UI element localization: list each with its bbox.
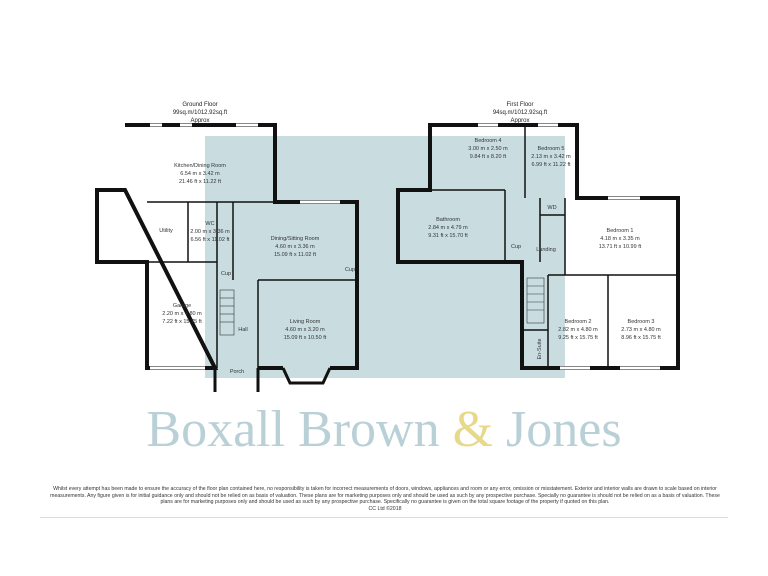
watermark-line1: Boxall Brown: [146, 401, 440, 458]
room-landing: Landing: [536, 247, 556, 253]
stairs: [219, 277, 545, 336]
ground-floor-title: Ground Floor: [182, 102, 218, 108]
room-cup-ground: Cup: [220, 271, 232, 277]
ground-floor-area: 99sq.m/1012.92sq.ft: [172, 110, 228, 116]
room-wd: WD: [547, 205, 557, 211]
watermark-ampersand: &: [452, 401, 494, 458]
ground-floor-heading: Ground Floor 99sq.m/1012.92sq.ft Approx: [173, 101, 227, 125]
disclaimer-text: Whilst every attempt has been made to en…: [50, 486, 720, 506]
room-ensuite: En-Suite: [537, 338, 543, 360]
windows: [150, 123, 660, 370]
footer-divider: [40, 517, 728, 518]
room-cup-dining: Cup: [344, 267, 356, 273]
first-floor-title: First Floor: [506, 102, 534, 108]
room-porch: Porch: [229, 369, 245, 375]
first-floor-area: 94sq.m/1012.92sq.ft: [492, 110, 548, 116]
watermark: Boxall Brown & Jones: [146, 402, 621, 458]
first-floor-heading: First Floor 94sq.m/1012.92sq.ft Approx: [493, 101, 547, 125]
room-utility: Utility: [159, 228, 173, 234]
room-hall: Hall: [238, 327, 248, 333]
watermark-jones: Jones: [506, 401, 622, 458]
ground-floor-approx: Approx: [190, 118, 210, 124]
copyright: CC Ltd ©2018: [368, 505, 402, 512]
interior-walls: [147, 125, 678, 392]
first-floor-approx: Approx: [510, 118, 530, 124]
room-cup-first: Cup: [510, 244, 522, 250]
first-floor-outline: [396, 123, 680, 370]
disclaimer: Whilst every attempt has been made to en…: [48, 486, 722, 512]
